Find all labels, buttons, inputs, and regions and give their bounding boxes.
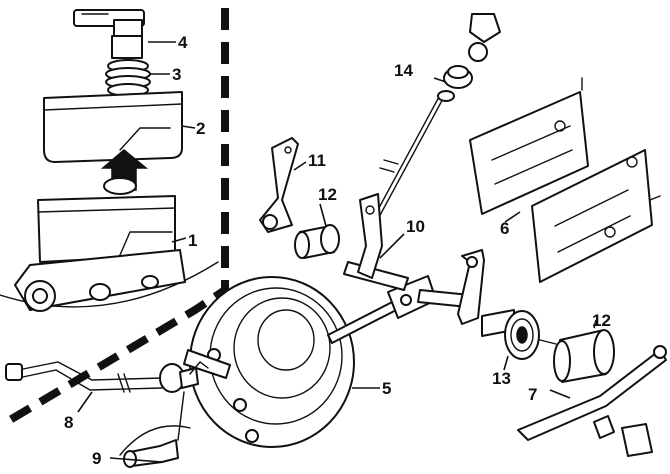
part-5-brake-booster — [183, 276, 355, 448]
pedal-link — [457, 249, 515, 337]
part-6-mounting-plates — [469, 77, 661, 283]
part-11-bracket — [259, 137, 299, 233]
callout-12-left: 12 — [318, 185, 337, 204]
part-3-seal — [105, 59, 151, 97]
callout-12-right: 12 — [592, 311, 611, 330]
vacuum-hose — [189, 361, 209, 375]
part-2-reservoir — [43, 91, 183, 163]
callout-1: 1 — [188, 231, 197, 250]
part-12-bushing-left — [294, 224, 340, 259]
callout-2: 2 — [196, 119, 205, 138]
part-10-clevis — [343, 261, 481, 319]
callout-13: 13 — [492, 369, 511, 388]
part-8-brake-line — [5, 361, 199, 393]
part-12-bushing-right — [553, 329, 615, 383]
callout-4: 4 — [178, 33, 188, 52]
callout-9: 9 — [92, 449, 101, 468]
callout-8: 8 — [64, 413, 73, 432]
callout-10: 10 — [406, 217, 425, 236]
callout-7: 7 — [528, 385, 537, 404]
callout-3: 3 — [172, 65, 181, 84]
callout-5: 5 — [382, 379, 391, 398]
part-9-vacuum-switch — [119, 391, 191, 468]
section-divider — [7, 8, 229, 424]
part-7-pedal-arm — [517, 345, 667, 457]
part-4-reservoir-cap — [73, 9, 145, 59]
pivot-lever — [357, 193, 383, 279]
leader-lines — [77, 41, 597, 463]
callout-14: 14 — [394, 61, 413, 80]
callout-11: 11 — [308, 151, 326, 170]
part-13-washer — [504, 310, 557, 360]
part-1-master-cylinder — [14, 177, 186, 312]
callout-6: 6 — [500, 219, 509, 238]
